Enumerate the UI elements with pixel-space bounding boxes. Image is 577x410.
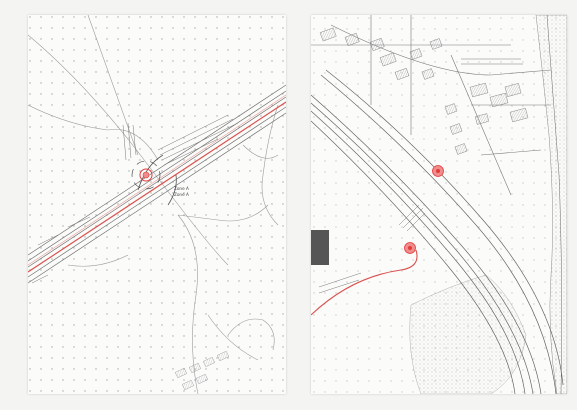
map-linework xyxy=(28,15,279,394)
map-left-drawing: Zone A Zone A xyxy=(28,15,286,394)
river-bank xyxy=(535,15,567,394)
rail-corridor xyxy=(311,69,564,394)
building-blocks xyxy=(319,27,529,155)
map-right-drawing xyxy=(311,15,567,394)
road-corridor xyxy=(28,84,286,284)
building-blocks xyxy=(174,350,230,391)
route-line xyxy=(311,249,418,316)
dark-building xyxy=(311,230,329,265)
map-sheet-left: Zone A Zone A xyxy=(28,15,286,394)
zone-label: Zone A xyxy=(174,192,189,197)
zone-label: Zone A xyxy=(174,186,189,191)
location-marker-icon[interactable] xyxy=(131,160,161,190)
location-marker-icon[interactable] xyxy=(404,242,416,254)
location-marker-icon[interactable] xyxy=(432,165,444,177)
route-line xyxy=(28,101,286,273)
map-sheet-right xyxy=(311,15,567,394)
grid-dots xyxy=(28,15,286,394)
